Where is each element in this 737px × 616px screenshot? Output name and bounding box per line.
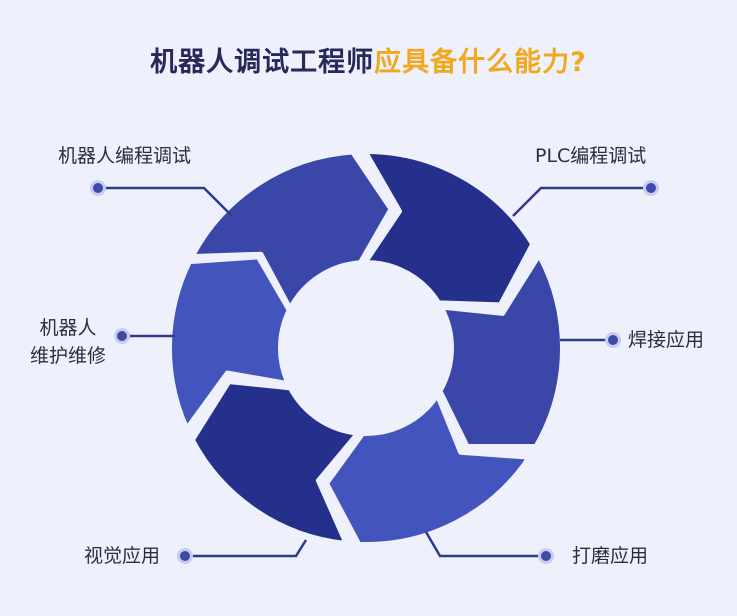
title-main: 机器人调试工程师	[150, 47, 375, 78]
segment-robot-maintenance	[167, 255, 291, 430]
label-grinding: 打磨应用	[572, 545, 649, 567]
connector-grinding	[424, 531, 546, 558]
label-robot-maintenance-line1: 机器人	[39, 317, 97, 339]
segment-robot-programming	[190, 150, 393, 310]
segment-grinding	[325, 394, 531, 546]
page-title: 机器人调试工程师应具备什么能力?	[0, 40, 737, 79]
connectors	[98, 186, 651, 558]
segment-welding	[438, 254, 564, 448]
connector-robot-programming	[98, 186, 233, 217]
label-robot-maintenance-line2: 维护维修	[29, 345, 106, 367]
label-plc-programming: PLC编程调试	[535, 145, 647, 167]
segment-vision	[190, 380, 359, 545]
connector-dots	[90, 180, 659, 564]
connector-plc-programming	[512, 186, 651, 217]
ring-segments	[167, 150, 564, 546]
label-welding: 焊接应用	[628, 329, 705, 351]
segment-plc-programming	[364, 150, 535, 307]
connector-vision	[185, 539, 308, 558]
label-robot-maintenance: 机器人 维护维修	[22, 314, 114, 370]
label-robot-programming: 机器人编程调试	[58, 145, 192, 167]
label-vision: 视觉应用	[84, 545, 161, 567]
title-highlight: 应具备什么能力?	[374, 47, 587, 78]
